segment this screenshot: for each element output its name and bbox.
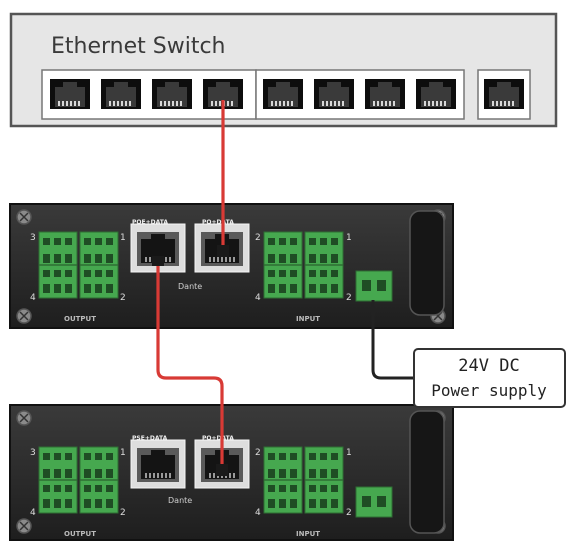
switch-title: Ethernet Switch <box>51 34 226 59</box>
output-number: 3 <box>30 233 36 243</box>
output-terminal-block-a[interactable] <box>38 231 78 299</box>
screw-icon <box>16 518 32 534</box>
screw-icon <box>16 308 32 324</box>
input-number: 2 <box>255 233 261 243</box>
input-label: INPUT <box>296 315 320 323</box>
switch-port-bank-right <box>255 69 465 120</box>
cable-plug <box>152 256 164 266</box>
power-connector[interactable] <box>355 486 393 518</box>
port-label-pse-data: PSE+DATA <box>132 435 168 442</box>
device-handle <box>409 410 445 534</box>
input-number: 2 <box>346 293 352 303</box>
port-label-po-data: PO+DATA <box>202 435 234 442</box>
output-label: OUTPUT <box>64 315 96 323</box>
switch-port-3[interactable] <box>152 79 192 109</box>
input-number: 4 <box>255 508 261 518</box>
power-supply-voltage: 24V DC <box>458 356 519 376</box>
screw-icon <box>16 209 32 225</box>
output-label: OUTPUT <box>64 530 96 538</box>
output-terminal-block-b[interactable] <box>79 446 119 514</box>
output-number: 1 <box>120 448 126 458</box>
input-terminal-block-a[interactable] <box>263 446 303 514</box>
switch-port-5[interactable] <box>263 79 303 109</box>
switch-port-7[interactable] <box>365 79 405 109</box>
cable-plug <box>216 464 228 476</box>
output-terminal-block-b[interactable] <box>79 231 119 299</box>
ethernet-switch: Ethernet Switch <box>9 12 558 128</box>
cable-plug <box>217 245 229 257</box>
dante-device-bottom: 3 1 4 2 OUTPUT PSE+DATA PO+DATA Dante 2 … <box>9 404 454 541</box>
switch-port-8[interactable] <box>416 79 456 109</box>
input-number: 2 <box>346 508 352 518</box>
input-number: 1 <box>346 448 352 458</box>
output-number: 4 <box>30 293 36 303</box>
power-connector[interactable] <box>355 270 393 302</box>
input-label: INPUT <box>296 530 320 538</box>
input-number: 4 <box>255 293 261 303</box>
screw-icon <box>16 410 32 426</box>
power-cable <box>371 300 414 380</box>
switch-port-6[interactable] <box>314 79 354 109</box>
input-number: 1 <box>346 233 352 243</box>
power-supply-box: 24V DC Power supply <box>413 348 566 408</box>
output-number: 4 <box>30 508 36 518</box>
dante-logo: Dante <box>178 282 202 291</box>
dante-logo: Dante <box>168 496 192 505</box>
port-label-poe-data: POE+DATA <box>132 219 168 226</box>
dante-device-top: 3 1 4 2 OUTPUT POE+DATA PO+DATA Dante 2 … <box>9 203 454 329</box>
device-network-port-1[interactable] <box>130 439 186 489</box>
switch-uplink-port <box>477 69 531 120</box>
output-number: 1 <box>120 233 126 243</box>
input-number: 2 <box>255 448 261 458</box>
output-number: 2 <box>120 293 126 303</box>
device-handle <box>409 210 445 316</box>
port-label-po-data: PO+DATA <box>202 219 234 226</box>
switch-port-uplink[interactable] <box>484 79 524 109</box>
input-terminal-block-b[interactable] <box>304 231 344 299</box>
switch-port-2[interactable] <box>101 79 141 109</box>
input-terminal-block-a[interactable] <box>263 231 303 299</box>
switch-port-bank-left <box>41 69 257 120</box>
ethernet-cable-daisy-chain <box>156 264 224 468</box>
input-terminal-block-b[interactable] <box>304 446 344 514</box>
output-terminal-block-a[interactable] <box>38 446 78 514</box>
output-number: 2 <box>120 508 126 518</box>
network-cables <box>152 100 229 476</box>
power-supply-label: Power supply <box>431 381 547 400</box>
switch-port-1[interactable] <box>50 79 90 109</box>
output-number: 3 <box>30 448 36 458</box>
